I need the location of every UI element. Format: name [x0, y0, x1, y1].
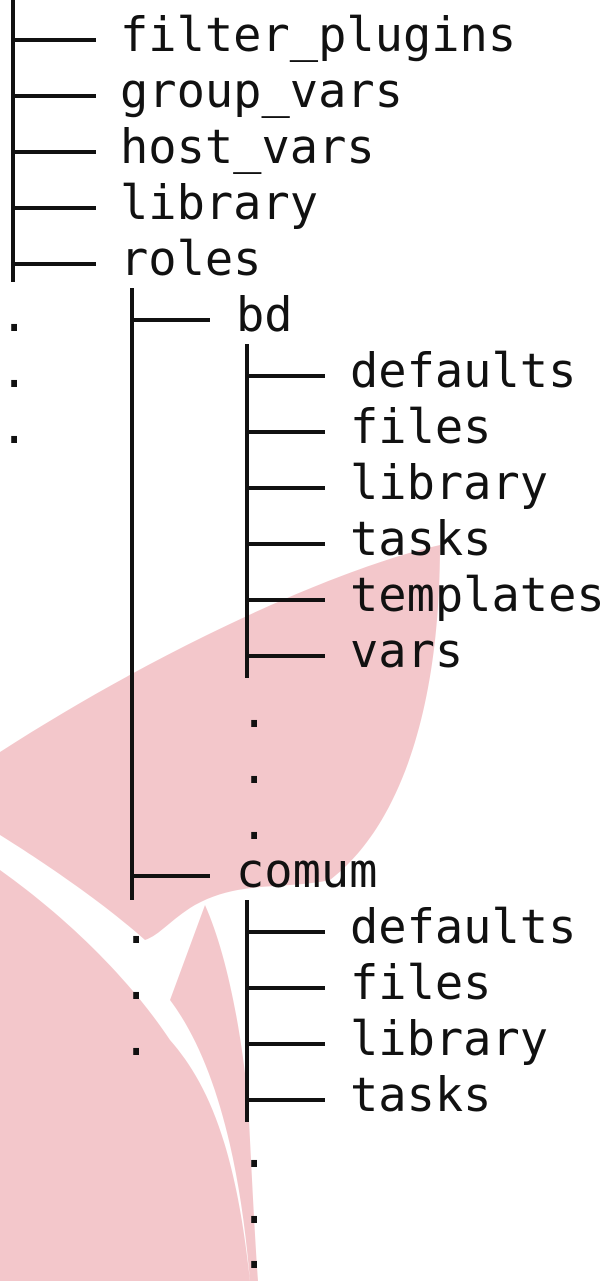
tree-row-child: files [0, 400, 610, 456]
branch-connector [245, 1098, 325, 1102]
trunk-line-bd [245, 344, 249, 678]
tree-row: roles [0, 232, 610, 288]
folder-label: library [350, 1012, 549, 1067]
folder-label: host_vars [120, 120, 375, 175]
branch-connector [245, 430, 325, 434]
tree-row-child: files [0, 956, 610, 1012]
branch-connector [130, 318, 210, 322]
folder-label: library [120, 176, 319, 231]
folder-label: filter_plugins [120, 8, 517, 63]
branch-connector [245, 930, 325, 934]
branch-connector [245, 486, 325, 490]
branch-connector [11, 262, 96, 266]
tree-row: library [0, 176, 610, 232]
folder-label: tasks [350, 512, 492, 567]
role-label-bd: bd [236, 288, 293, 343]
tree-row-child: vars [0, 624, 610, 680]
branch-connector [130, 874, 210, 878]
trunk-line-comum [245, 900, 249, 1122]
ellipsis-dot: . [122, 1012, 151, 1067]
folder-label: templates [350, 568, 605, 623]
tree-row-child: defaults [0, 900, 610, 956]
folder-label: defaults [350, 344, 577, 399]
branch-connector [245, 374, 325, 378]
branch-connector [11, 206, 96, 210]
trunk-line-roles [130, 288, 134, 900]
branch-connector [11, 38, 96, 42]
branch-connector [11, 94, 96, 98]
folder-label: tasks [350, 1068, 492, 1123]
tree-row: group_vars [0, 64, 610, 120]
role-label-comum: comum [236, 844, 378, 899]
ellipsis-dot: . [122, 956, 151, 1011]
ellipsis-dot: . [240, 1225, 269, 1280]
ellipsis-dot: . [240, 684, 269, 739]
tree-row-child: templates [0, 568, 610, 624]
ellipsis-dot: . [0, 344, 29, 399]
branch-connector [245, 1042, 325, 1046]
folder-label: roles [120, 232, 262, 287]
tree-row-child: library [0, 1012, 610, 1068]
ellipsis-dot: . [240, 740, 269, 795]
watermark-shape-tail [170, 905, 258, 1281]
tree-row: host_vars [0, 120, 610, 176]
branch-connector [245, 654, 325, 658]
tree-row-child: defaults [0, 344, 610, 400]
folder-label: group_vars [120, 64, 403, 119]
tree-row-child: tasks [0, 512, 610, 568]
folder-label: files [350, 400, 492, 455]
tree-row: filter_plugins [0, 8, 610, 64]
tree-row-child: tasks [0, 1068, 610, 1124]
branch-connector [11, 150, 96, 154]
watermark-shape-lower [0, 870, 250, 1281]
ellipsis-dot: . [122, 900, 151, 955]
folder-label: library [350, 456, 549, 511]
watermark-shape-upper [0, 545, 440, 940]
ellipsis-dot: . [240, 1124, 269, 1179]
ellipsis-dot: . [240, 1180, 269, 1235]
ellipsis-dot: . [0, 400, 29, 455]
tree-row-child: library [0, 456, 610, 512]
ellipsis-dot: . [0, 288, 29, 343]
ellipsis-dot: . [240, 796, 269, 851]
tree-row-role: bd [0, 288, 610, 344]
branch-connector [245, 542, 325, 546]
branch-connector [245, 986, 325, 990]
tree-row-role: comum [0, 844, 610, 900]
folder-label: defaults [350, 900, 577, 955]
folder-label: vars [350, 624, 464, 679]
folder-label: files [350, 956, 492, 1011]
trunk-line-root [11, 0, 15, 282]
branch-connector [245, 598, 325, 602]
